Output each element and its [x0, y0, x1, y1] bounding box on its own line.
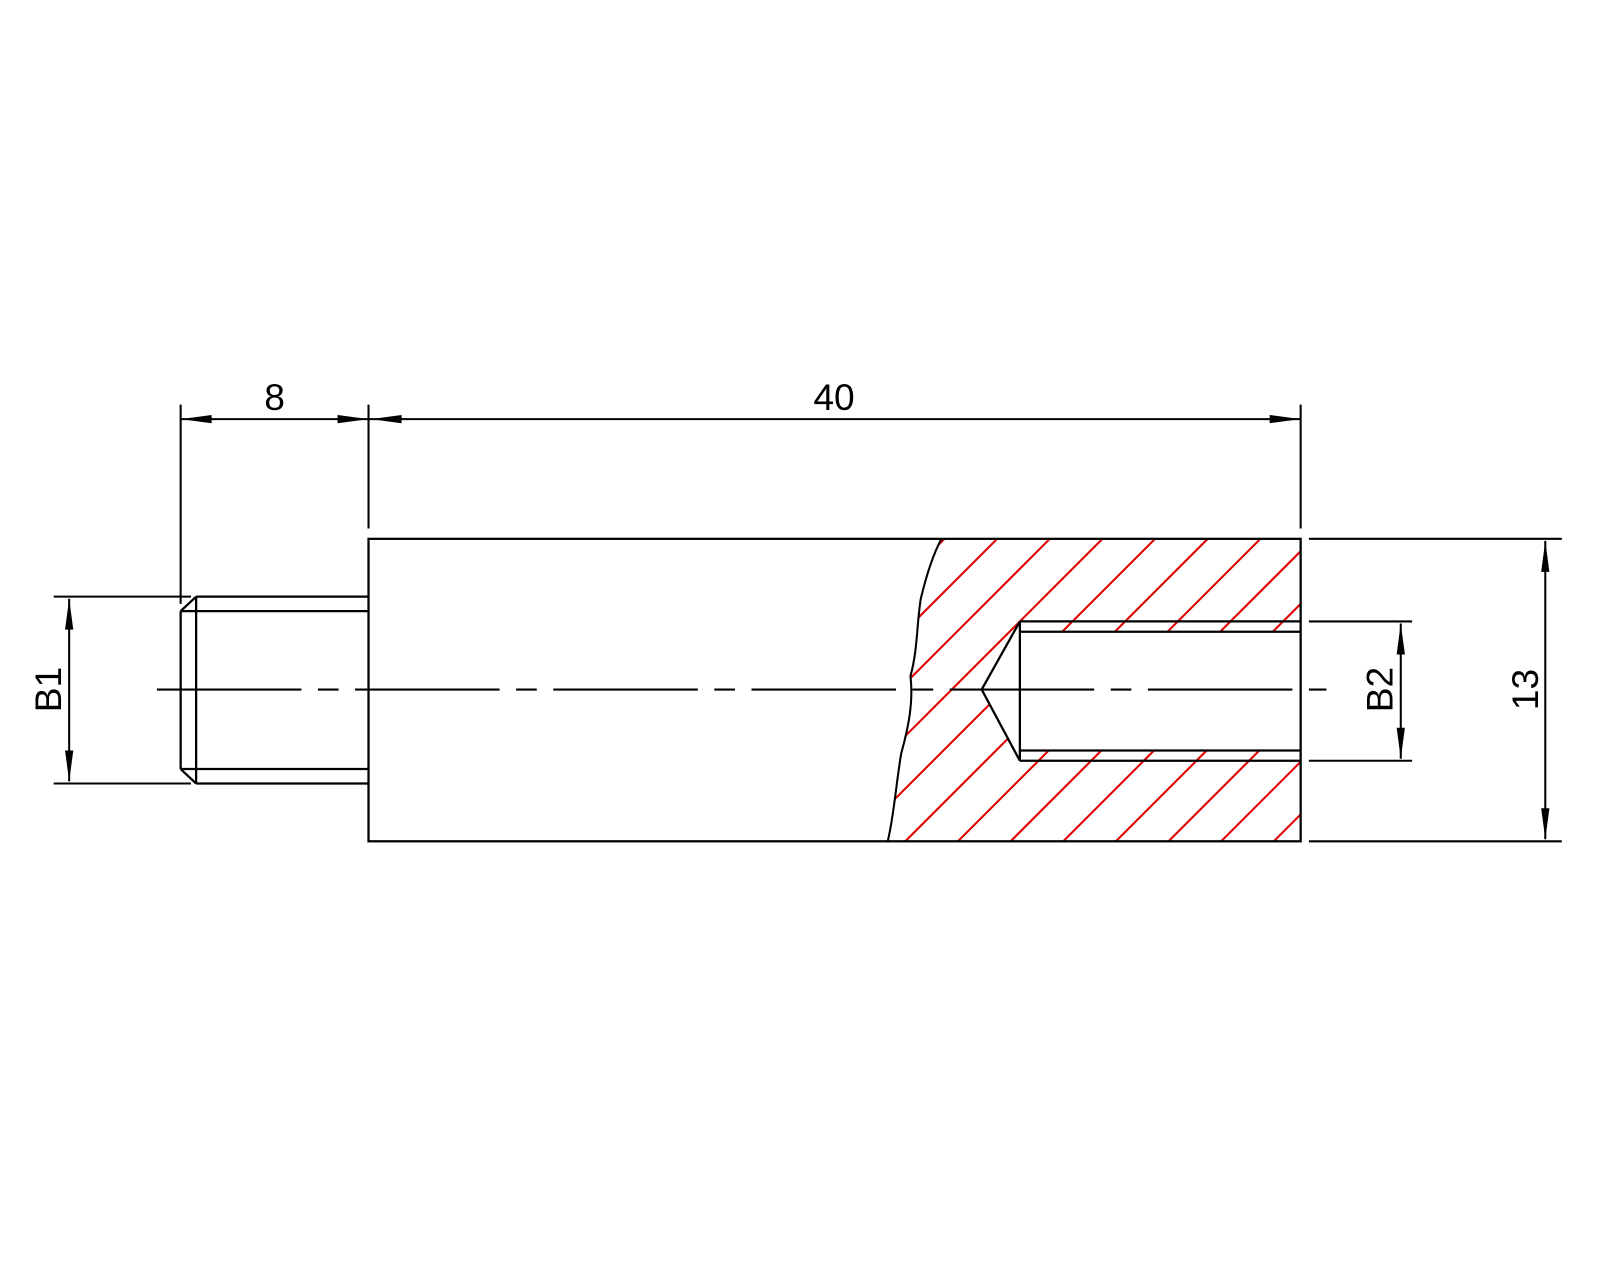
hatch-line — [1184, 538, 1301, 842]
hatch-line — [887, 538, 1021, 842]
dimension-text-b1: B1 — [27, 667, 69, 712]
hatch-line — [921, 538, 1284, 842]
dimension-text-8: 8 — [264, 376, 285, 418]
hatch-line — [1026, 538, 1301, 842]
hatch-line — [887, 538, 1179, 842]
hatch-line — [887, 538, 916, 842]
hatch-line — [1289, 538, 1301, 842]
hatch-line — [1131, 538, 1301, 842]
threaded-hole — [980, 620, 1301, 762]
hatch-line — [887, 538, 1126, 842]
dimension-text-b2: B2 — [1359, 667, 1401, 712]
hatch-line — [1236, 538, 1301, 842]
hatch-line — [887, 538, 968, 842]
dimension-text-13: 13 — [1504, 669, 1546, 710]
dimension-stud-length: 8 — [179, 376, 370, 604]
dimension-body-length: 40 — [368, 376, 1302, 529]
dimension-hole-thread: B2 — [1308, 620, 1413, 762]
hatch-line — [887, 538, 1232, 842]
section-hatching — [887, 538, 1301, 842]
dimension-text-40: 40 — [813, 376, 854, 418]
break-line — [886, 538, 943, 842]
dimension-stud-thread: B1 — [27, 595, 191, 785]
hatch-line — [973, 538, 1301, 842]
dimension-outer-diameter: 13 — [1308, 537, 1562, 843]
